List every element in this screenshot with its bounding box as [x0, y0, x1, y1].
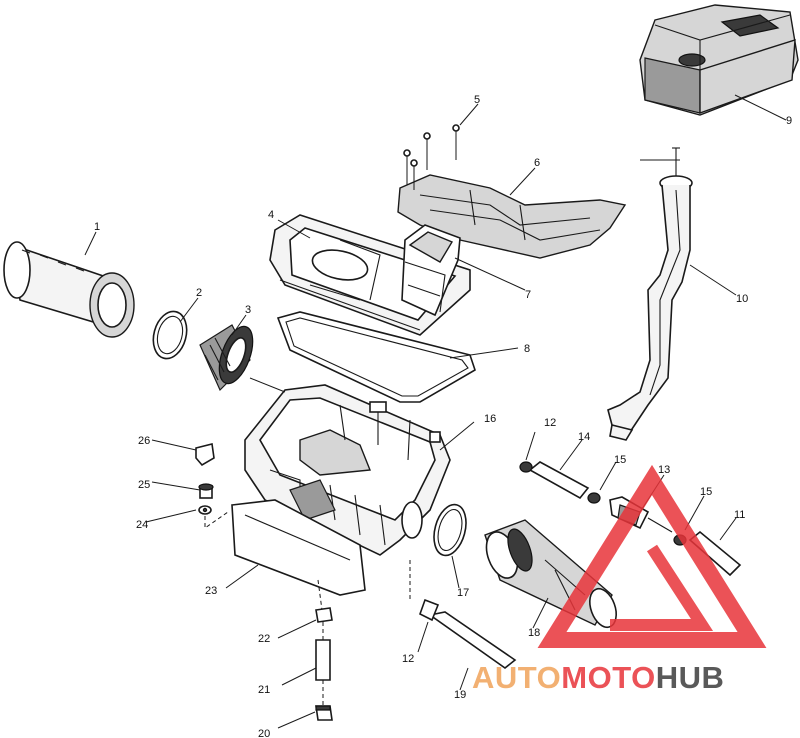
intake-snorkel-tube: [607, 147, 693, 441]
callout-labels: 1 2 3 4 5 6 7 8 9 10 11 12 12 13 14 15 1…: [94, 94, 792, 738]
callout-2: 2: [196, 287, 202, 299]
air-box-drain-cover: [231, 499, 366, 596]
air-filter-element: [3, 241, 135, 338]
callout-7: 7: [525, 289, 531, 301]
callout-6: 6: [534, 157, 540, 169]
intake-silencer-box: [639, 4, 799, 116]
callout-16: 16: [484, 413, 496, 425]
callout-4: 4: [268, 209, 274, 221]
watermark-text-hub: HUB: [656, 660, 725, 695]
cover-gasket: [276, 311, 476, 403]
screw-set: [403, 124, 460, 190]
callout-23: 23: [205, 585, 217, 597]
leader-lines: [84, 94, 787, 729]
callout-12-bottom: 12: [402, 653, 414, 665]
duct-elbow: [401, 224, 461, 317]
callout-26: 26: [138, 435, 150, 447]
crankcase-vent-tube: [409, 560, 517, 670]
plug-washer: [198, 505, 229, 529]
callout-8: 8: [524, 343, 530, 355]
callout-10: 10: [736, 293, 748, 305]
callout-3: 3: [245, 304, 251, 316]
callout-13: 13: [658, 464, 670, 476]
callout-1: 1: [94, 221, 100, 233]
watermark-text-auto: AUTO: [472, 660, 561, 695]
retaining-clip: [195, 443, 215, 467]
callout-19: 19: [454, 689, 466, 701]
callout-14: 14: [578, 431, 590, 443]
callout-22: 22: [258, 633, 270, 645]
watermark-triangle: [537, 464, 767, 648]
watermark-text-moto: MOTO: [561, 660, 655, 695]
watermark-inner-triangle: [610, 544, 714, 631]
callout-11: 11: [734, 509, 745, 521]
callout-17: 17: [457, 587, 469, 599]
callout-20: 20: [258, 728, 270, 738]
callout-9: 9: [786, 115, 792, 127]
filter-coupler: [199, 324, 254, 392]
drain-plug: [198, 483, 214, 499]
watermark-text: AUTOMOTOHUB: [472, 660, 724, 695]
callout-15-right: 15: [700, 486, 712, 498]
hose-clamp-ring: [152, 310, 188, 360]
callout-12-top: 12: [544, 417, 556, 429]
drain-tube-assembly: [315, 579, 333, 721]
callout-18: 18: [528, 627, 540, 639]
callout-5: 5: [474, 94, 480, 106]
callout-15-top: 15: [614, 454, 626, 466]
outlet-o-ring: [433, 503, 467, 557]
callout-21: 21: [258, 684, 270, 696]
callout-25: 25: [138, 479, 150, 491]
watermark-logo: AUTOMOTOHUB: [472, 464, 767, 695]
callout-24: 24: [136, 519, 148, 531]
